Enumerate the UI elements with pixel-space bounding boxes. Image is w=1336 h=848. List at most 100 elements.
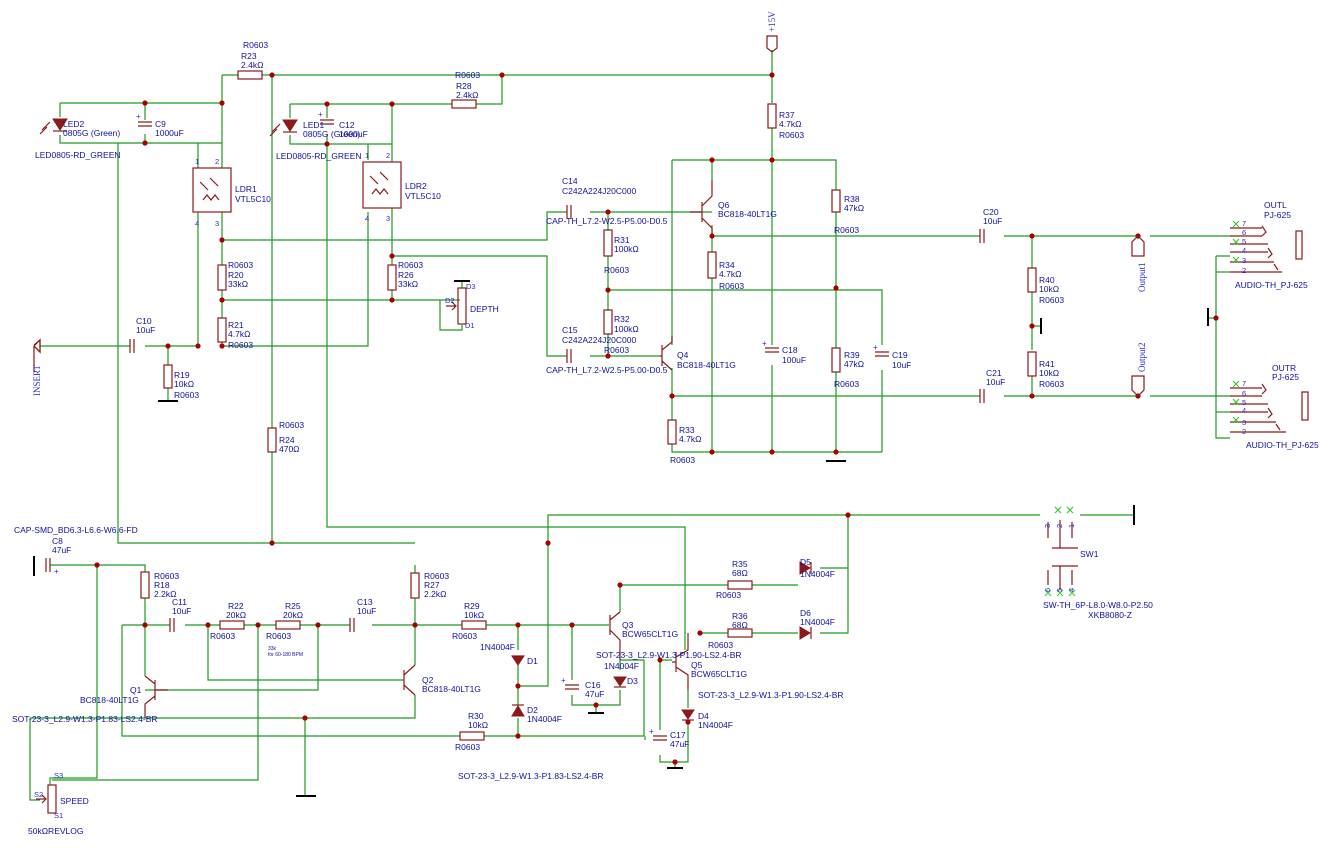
q2-val: BC818-40LT1G [422, 684, 481, 694]
depth-ref: DEPTH [470, 304, 499, 314]
r33-val: 4.7kΩ [679, 434, 701, 444]
r19-pkg: R0603 [174, 390, 199, 400]
svg-text:+: + [762, 339, 767, 348]
c10-val: 10uF [136, 325, 155, 335]
d5-val: 1N4004F [800, 569, 835, 579]
r30-ref: R30 [468, 711, 484, 721]
r39-ref: R39 [844, 350, 860, 360]
diodes [511, 561, 812, 721]
r26-val: 33kΩ [398, 279, 418, 289]
r33-body [667, 419, 677, 445]
led1-ref: LED1 [303, 120, 325, 130]
r19-ref: R19 [174, 370, 190, 380]
svg-text:5: 5 [1055, 588, 1064, 592]
r20-body [217, 264, 227, 291]
r31-body [603, 229, 613, 257]
c19-ref: C19 [892, 350, 908, 360]
c8-val: 47uF [52, 545, 71, 555]
r35-val: 68Ω [732, 568, 748, 578]
capacitors: + + + + + + + [45, 110, 985, 741]
r28-pkg: R0603 [455, 70, 480, 80]
svg-text:1: 1 [365, 151, 369, 160]
r40-pkg: R0603 [1039, 295, 1064, 305]
svg-text:3: 3 [1242, 256, 1246, 265]
r40-val: 10kΩ [1039, 284, 1059, 294]
c15-val: C242A224J20C000 [562, 335, 636, 345]
svg-text:6: 6 [1043, 588, 1052, 592]
transistors [144, 180, 713, 718]
r27-ref: R27 [424, 580, 440, 590]
r34-val: 4.7kΩ [719, 269, 741, 279]
svg-text:D3: D3 [466, 282, 476, 291]
output1-label: Output1 [1137, 262, 1147, 292]
r37-ref: R37 [779, 110, 795, 120]
svg-text:2: 2 [215, 157, 219, 166]
junctions [94, 72, 1219, 765]
ldr2-ref: LDR2 [405, 181, 427, 191]
q3-val: BCW65CLT1G [622, 629, 678, 639]
speed-ref: SPEED [60, 796, 89, 806]
c13-ref: C13 [357, 597, 373, 607]
c8-pkg: CAP-SMD_BD6.3-L6.6-W6.6-FD [14, 525, 138, 535]
r34-pkg: R0603 [719, 281, 744, 291]
r29-val: 10kΩ [464, 610, 484, 620]
svg-text:2: 2 [386, 151, 390, 160]
d1-val: 1N4004F [480, 642, 515, 652]
r38-ref: R38 [844, 194, 860, 204]
c14-pkg: CAP-TH_L7.2-W2.5-P5.00-D0.5 [546, 216, 668, 226]
insert-label: INSERT [32, 365, 42, 396]
r21-pkg: R0603 [228, 340, 253, 350]
svg-text:+: + [649, 727, 654, 736]
led2-ref: LED2 [63, 119, 85, 129]
svg-text:1: 1 [195, 157, 199, 166]
c12-val: 1000uF [339, 129, 368, 139]
ground-symbols [33, 280, 1209, 797]
r37-val: 4.7kΩ [779, 119, 801, 129]
r34-body [707, 251, 717, 279]
led1-val: 0805G (Green) [303, 129, 360, 139]
svg-text:2: 2 [1242, 266, 1246, 275]
q3-ref: Q3 [622, 620, 634, 630]
d4-ref: D4 [698, 711, 709, 721]
r39-body [831, 347, 841, 373]
c18-val: 100uF [782, 355, 806, 365]
outl-ref: OUTL [1264, 200, 1287, 210]
c17-val: 47uF [670, 739, 689, 749]
c9-ref: C9 [155, 119, 166, 129]
resistors-horizontal [219, 70, 753, 741]
svg-text:D1: D1 [465, 321, 475, 330]
svg-text:+: + [54, 567, 59, 576]
d5-ref: D5 [800, 557, 811, 567]
r20-pkg: R0603 [228, 260, 253, 270]
q1-pkg: SOT-23-3_L2.9-W1.3-P1.83-LS2.4-BR [12, 714, 158, 724]
q5-val: BCW65CLT1G [691, 669, 747, 679]
c20-val: 10uF [983, 216, 1002, 226]
r29-body [461, 620, 487, 630]
svg-text:3: 3 [386, 214, 390, 223]
r33-ref: R33 [679, 425, 695, 435]
r27-pkg: R0603 [424, 571, 449, 581]
switch-sw1: 3 2 1 6 5 4 [1043, 506, 1078, 597]
r32-body [603, 309, 613, 335]
c14-ref: C14 [562, 176, 578, 186]
vcc-label: +15V [767, 11, 777, 32]
r36-pkg: R0603 [708, 640, 733, 650]
q2-ref: Q2 [422, 675, 434, 685]
r30-val: 10kΩ [468, 720, 488, 730]
r38-body [831, 189, 841, 213]
c11-val: 10uF [172, 606, 191, 616]
r25-note1: 33k [268, 646, 277, 652]
r27-val: 2.2kΩ [424, 589, 446, 599]
c19-val: 10uF [892, 360, 911, 370]
c12-ref: C12 [339, 120, 355, 130]
r41-ref: R41 [1039, 359, 1055, 369]
r32-pkg: R0603 [604, 345, 629, 355]
c18-ref: C18 [782, 345, 798, 355]
r31-pkg: R0603 [604, 265, 629, 275]
r36-ref: R36 [732, 611, 748, 621]
r39-pkg: R0603 [834, 379, 859, 389]
r21-val: 4.7kΩ [228, 329, 250, 339]
svg-text:4: 4 [365, 214, 369, 223]
